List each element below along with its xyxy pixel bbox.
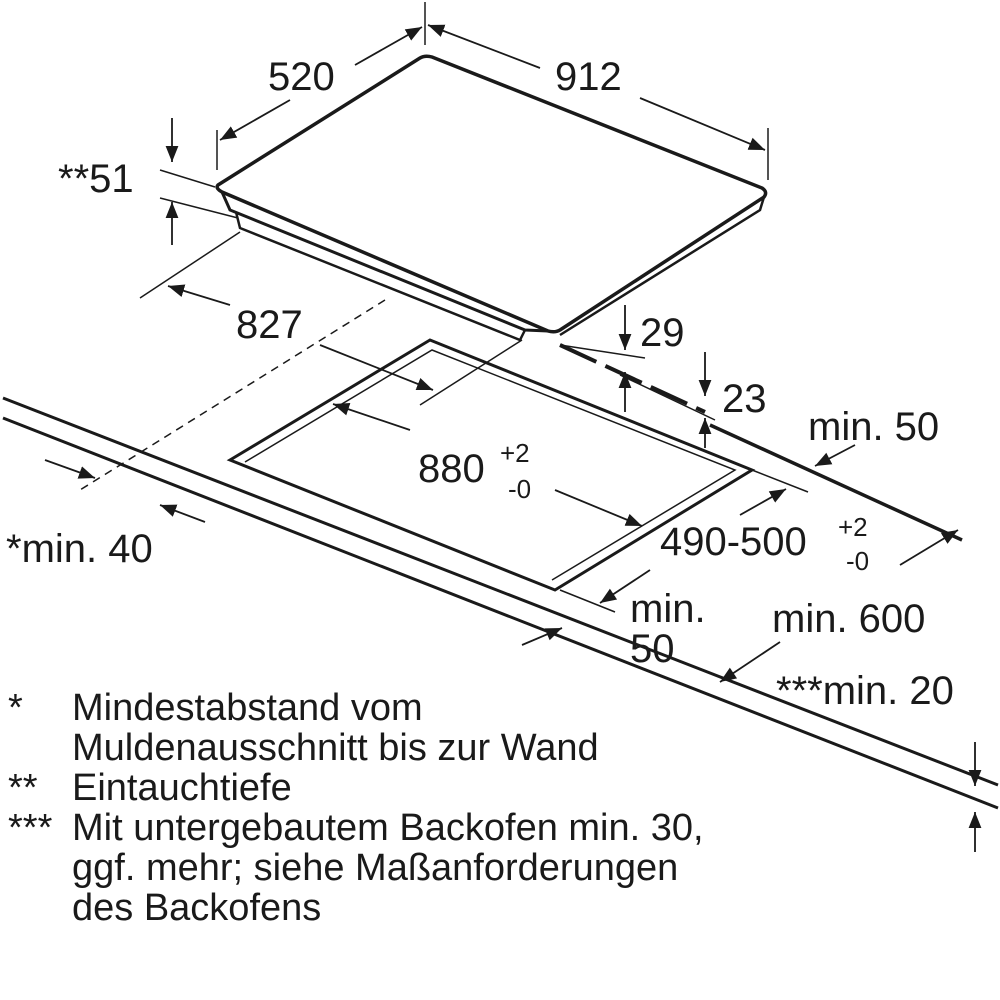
dim-min50-front-label: min. — [630, 587, 706, 631]
footnote-mark: *** — [8, 807, 53, 849]
footnote-line: Mindestabstand vom — [72, 687, 423, 729]
dim-520: 520 — [268, 55, 335, 99]
footnote-line: Eintauchtiefe — [72, 767, 292, 809]
footnote-2: ** Eintauchtiefe — [8, 768, 704, 808]
hob — [215, 54, 768, 342]
dim-min50-front-value: 50 — [630, 627, 675, 671]
footnote-mark: * — [8, 687, 23, 729]
countertop — [2, 299, 999, 810]
footnote-line: Mit untergebautem Backofen min. 30, — [72, 807, 704, 849]
footnote-mark: ** — [8, 767, 38, 809]
dim-490-tol-minus: -0 — [846, 546, 869, 576]
dim-880-tol-minus: -0 — [508, 474, 531, 504]
dim-23: 23 — [722, 377, 767, 421]
footnote-3: *** Mit untergebautem Backofen min. 30,g… — [8, 808, 704, 928]
footnote-line: ggf. mehr; siehe Maßanforderungen — [72, 847, 679, 889]
dim-827: 827 — [236, 303, 303, 347]
dim-min20: ***min. 20 — [776, 669, 954, 713]
dim-912: 912 — [555, 55, 622, 99]
dim-490-500: 490-500 — [660, 520, 807, 564]
dim-490-tol-plus: +2 — [838, 512, 868, 542]
dim-880-tol-plus: +2 — [500, 438, 530, 468]
dim-min50-back: min. 50 — [808, 405, 939, 449]
footnote-line: des Backofens — [72, 887, 322, 929]
dim-29: 29 — [640, 311, 685, 355]
footnote-line: Muldenausschnitt bis zur Wand — [72, 727, 599, 769]
dim-min600: min. 600 — [772, 597, 925, 641]
dim-immersion-51: **51 — [58, 157, 134, 201]
dim-min40: *min. 40 — [6, 527, 153, 571]
dim-880: 880 — [418, 447, 485, 491]
